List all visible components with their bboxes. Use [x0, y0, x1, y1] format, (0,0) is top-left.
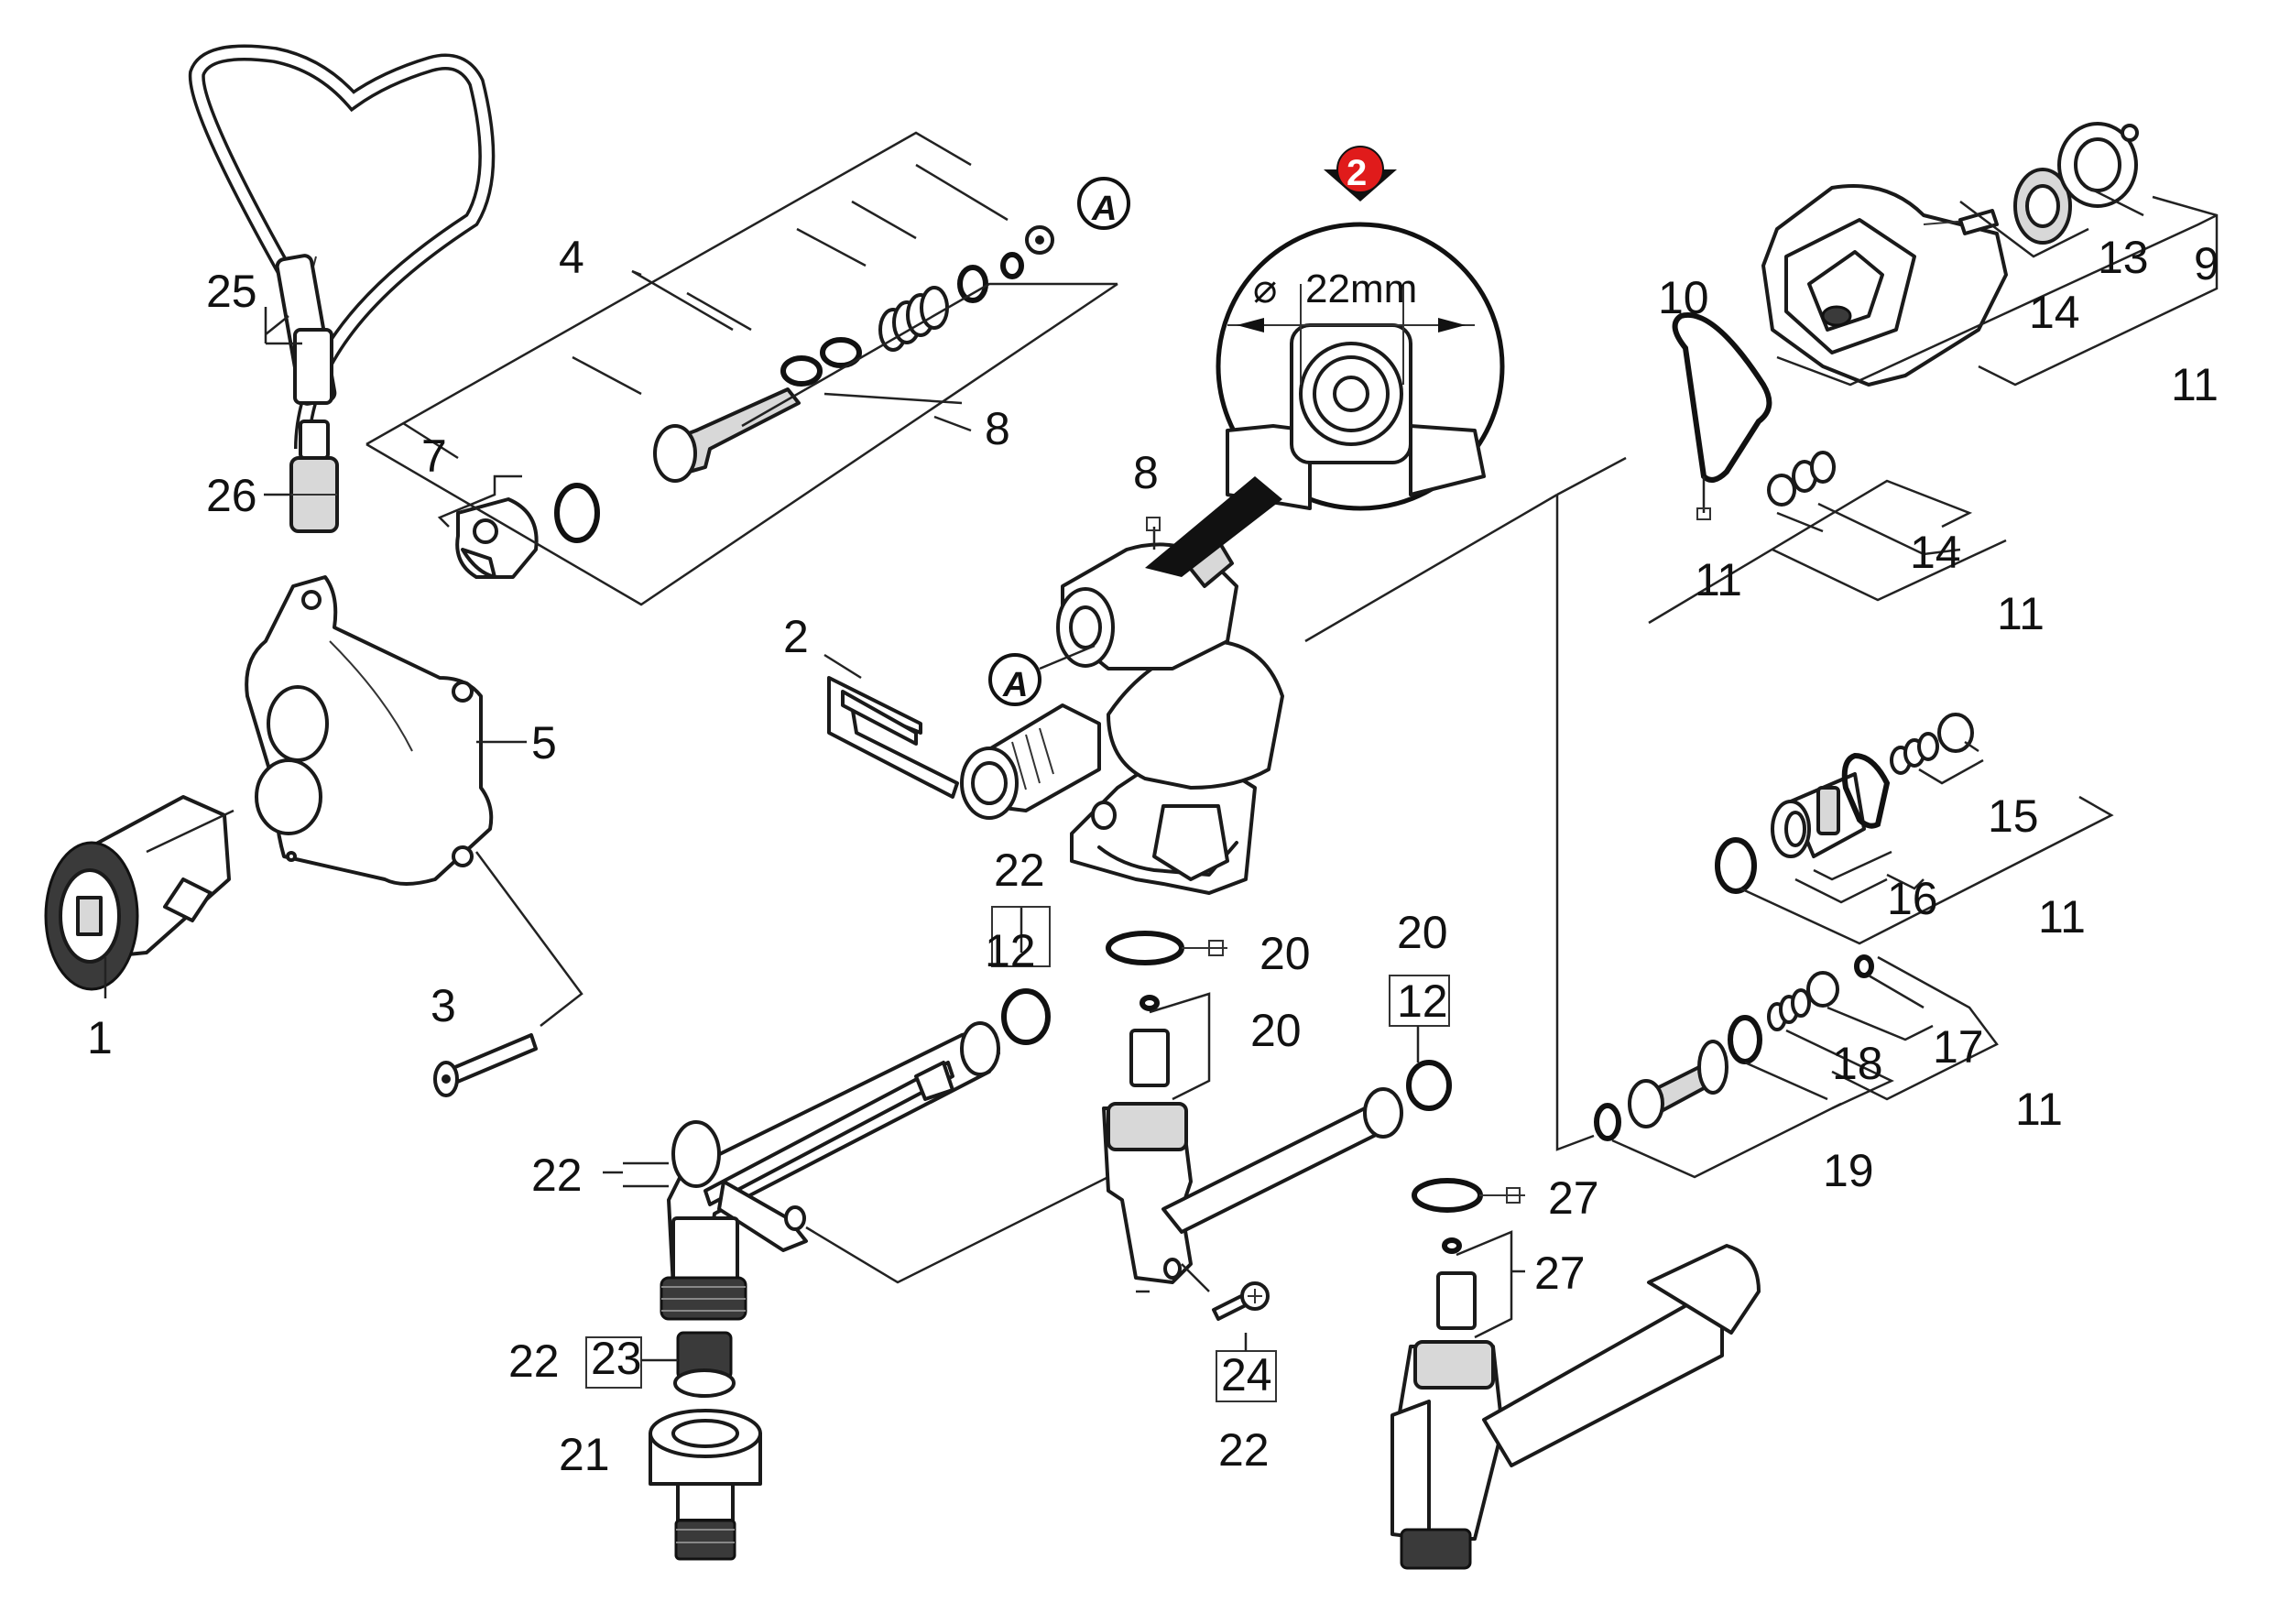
detail-callout: 2 ⌀ 22mm — [1145, 146, 1505, 577]
label-14-a: 14 — [2029, 287, 2080, 338]
lower-right-parts — [1304, 456, 1999, 1179]
label-16: 16 — [1887, 873, 1938, 924]
label-22-left: 22 — [531, 1150, 583, 1201]
label-11-a: 11 — [2171, 359, 2219, 410]
label-22-screw: 22 — [1218, 1424, 1270, 1476]
label-27-b: 27 — [1534, 1248, 1586, 1299]
clip-2 — [823, 653, 959, 799]
label-27-a: 27 — [1548, 1172, 1599, 1224]
label-9: 9 — [2194, 238, 2219, 289]
label-12-left: 12 — [985, 925, 1036, 976]
valve-head — [1648, 122, 2219, 625]
label-20-a: 20 — [1260, 928, 1311, 979]
label-25: 25 — [206, 266, 257, 317]
label-3: 3 — [431, 980, 456, 1031]
label-18: 18 — [1832, 1038, 1883, 1089]
label-17: 17 — [1933, 1021, 1984, 1073]
label-22-top: 22 — [994, 845, 1045, 896]
ref-marker-upper: A — [1077, 177, 1130, 230]
label-5: 5 — [531, 717, 557, 768]
inlet-pipe-left — [585, 906, 1128, 1561]
detail-badge-number: 2 — [1347, 153, 1367, 193]
pump-housing — [960, 517, 1284, 895]
label-14-b: 14 — [1910, 527, 1961, 578]
valve-parts — [455, 225, 1054, 579]
label-8-housing: 8 — [1133, 447, 1159, 498]
dimension-value: 22mm — [1305, 267, 1417, 311]
screw-3 — [433, 1033, 538, 1097]
inlet-pipe-right — [1390, 1178, 1761, 1570]
label-26: 26 — [206, 470, 257, 521]
label-12-right: 12 — [1397, 975, 1448, 1027]
label-8-upper: 8 — [985, 403, 1010, 454]
ref-marker-housing: A — [988, 644, 1096, 706]
label-7: 7 — [421, 431, 447, 482]
label-23: 23 — [591, 1333, 642, 1384]
hose-part — [188, 44, 496, 533]
label-21: 21 — [559, 1429, 610, 1480]
label-24: 24 — [1221, 1349, 1272, 1401]
label-2: 2 — [783, 611, 809, 662]
dimension-symbol: ⌀ — [1253, 267, 1278, 311]
label-20-c: 20 — [1397, 907, 1448, 958]
quick-coupling — [44, 795, 231, 998]
label-20-b: 20 — [1250, 1005, 1302, 1056]
label-1: 1 — [87, 1012, 113, 1063]
label-11-b: 11 — [1695, 554, 1742, 605]
label-brackets — [264, 307, 1525, 1293]
part-labels: 1 2 3 4 5 7 8 8 9 10 11 11 11 11 11 11 1… — [87, 232, 2219, 1480]
label-11-e: 11 — [2015, 1084, 2063, 1135]
label-15: 15 — [1988, 790, 2039, 842]
middle-right-parts — [1715, 713, 2114, 945]
housing-cover — [245, 575, 494, 886]
label-10: 10 — [1658, 272, 1709, 323]
label-11-c: 11 — [1997, 588, 2045, 639]
inlet-pipe-center — [1102, 931, 1452, 1402]
label-11-d: 11 — [2038, 891, 2086, 943]
label-13: 13 — [2098, 232, 2149, 283]
leader-group-housing — [146, 740, 583, 1027]
label-4: 4 — [559, 232, 584, 283]
label-22-filter: 22 — [508, 1335, 560, 1387]
ref-marker-housing-letter: A — [1002, 666, 1028, 704]
label-19: 19 — [1823, 1145, 1874, 1196]
leader-group-upper — [365, 131, 1118, 606]
ref-marker-upper-letter: A — [1091, 190, 1117, 228]
